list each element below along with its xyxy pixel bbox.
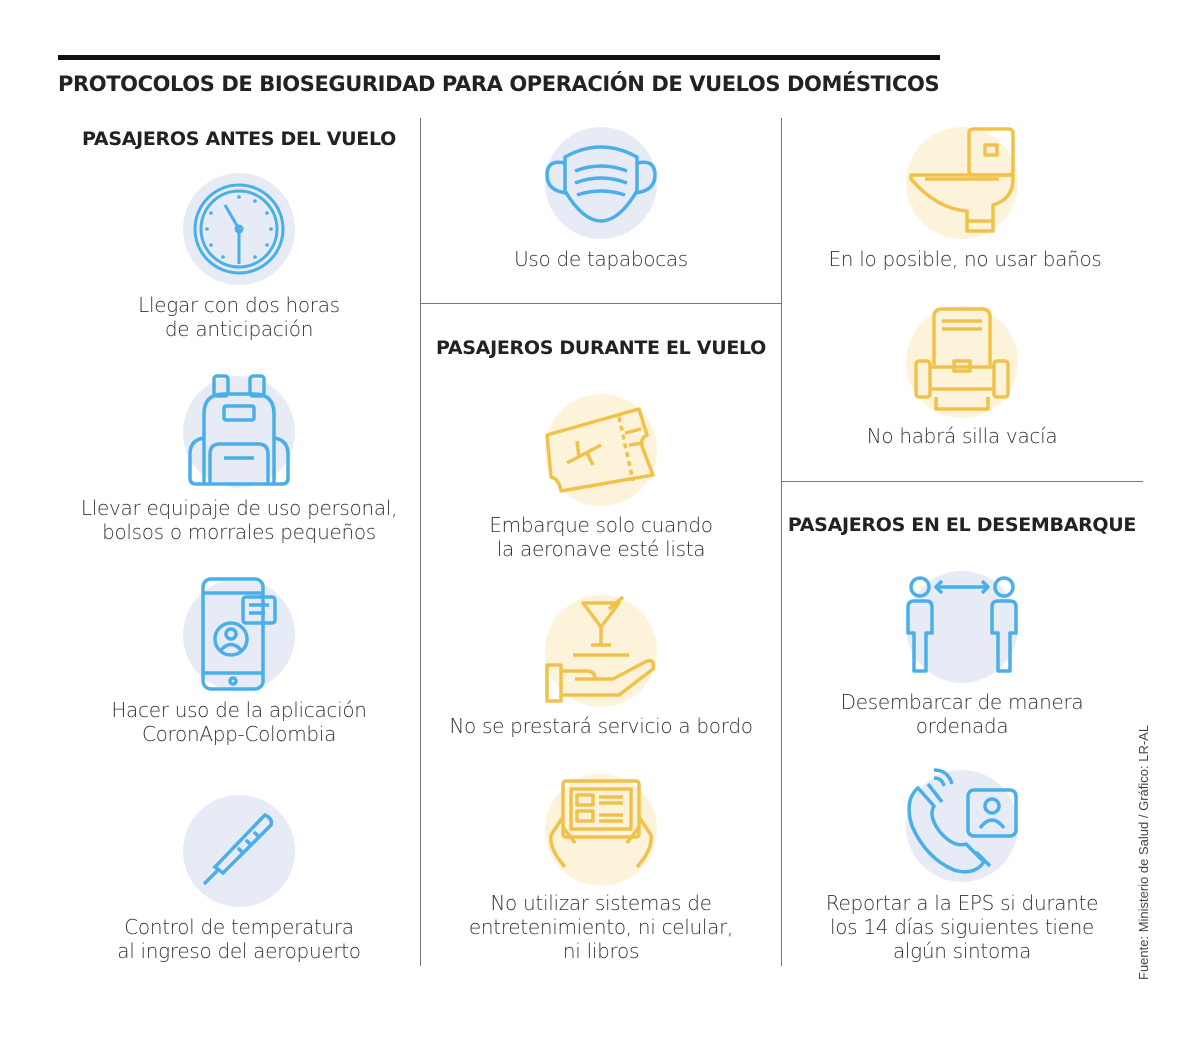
page-title: PROTOCOLOS DE BIOSEGURIDAD PARA OPERACIÓ…	[58, 72, 940, 96]
clock-icon	[193, 183, 285, 275]
column-divider	[420, 118, 421, 966]
tablet-icon	[549, 779, 653, 869]
seat-icon	[914, 307, 1010, 411]
backpack-icon	[188, 374, 290, 486]
toilet-icon	[909, 127, 1015, 233]
section-divider	[420, 303, 781, 304]
item-label: Llevar equipaje de uso personal,bolsos o…	[80, 496, 398, 544]
item-label: No se prestará servicio a bordo	[449, 714, 753, 738]
column-divider	[781, 118, 782, 966]
item-label: Uso de tapabocas	[514, 247, 688, 271]
source-credit: Fuente: Ministerio de Salud / Gráfico: L…	[1136, 724, 1151, 980]
heading-durante: PASAJEROS DURANTE EL VUELO	[436, 337, 766, 359]
icon-background	[906, 127, 1018, 239]
thermometer-icon	[203, 812, 274, 885]
phone-call-icon	[907, 768, 1018, 874]
top-rule	[58, 55, 940, 60]
heading-desembarque: PASAJEROS EN EL DESEMBARQUE	[787, 514, 1137, 536]
social-distance-icon	[906, 576, 1018, 673]
face-mask-icon	[545, 145, 657, 223]
serving-hand-icon	[545, 595, 656, 703]
item-label: No habrá silla vacía	[866, 424, 1058, 448]
icon-background	[545, 595, 657, 707]
section-divider	[781, 481, 1143, 482]
heading-antes: PASAJEROS ANTES DEL VUELO	[82, 128, 396, 150]
boarding-pass-icon	[545, 407, 655, 493]
phone-app-icon	[201, 577, 277, 691]
item-label: En lo posible, no usar baños	[828, 247, 1102, 271]
